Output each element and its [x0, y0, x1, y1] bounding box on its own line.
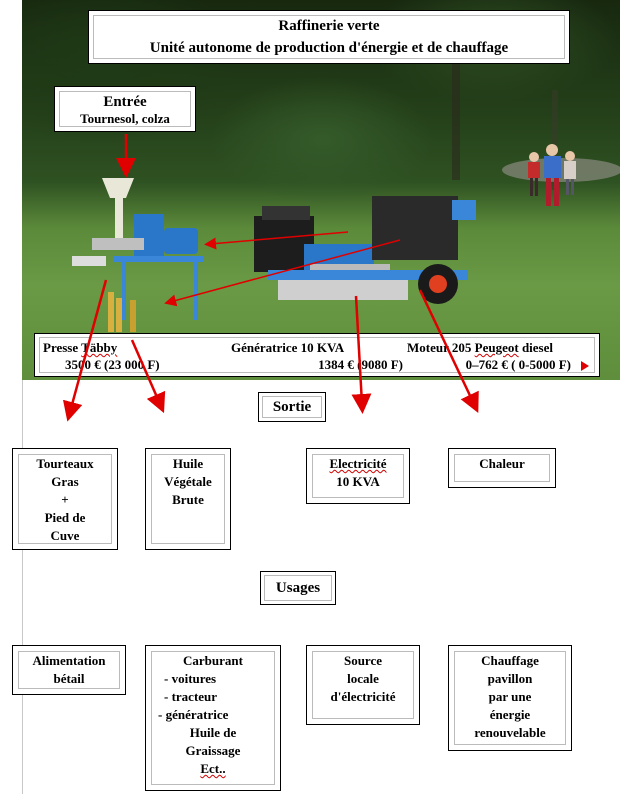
use-line: énergie — [489, 707, 531, 722]
use-line: Ect.. — [200, 761, 226, 776]
equipment-name: Presse Täbby — [43, 340, 118, 355]
use-line: Source — [343, 653, 383, 668]
output-line: Chaleur — [479, 456, 525, 471]
children-figures — [528, 144, 576, 206]
equipment-costs-box: Presse Täbby 3500 € (23 000 F) Génératri… — [34, 333, 600, 377]
use-line: Huile de — [189, 725, 237, 740]
output-line: Huile — [172, 456, 204, 471]
section-output-text: Sortie — [272, 399, 312, 415]
output-box-oilcake: Tourteaux Gras + Pied de Cuve — [12, 448, 118, 550]
output-line: Cuve — [50, 528, 80, 543]
use-line: bétail — [53, 671, 85, 686]
entry-title: Entrée — [103, 94, 147, 110]
entry-subtitle: Tournesol, colza — [80, 111, 170, 126]
output-box-electricity: Electricité 10 KVA — [306, 448, 410, 504]
equipment-name: Moteur 205 Peugeot diesel — [407, 340, 553, 355]
use-line: Chauffage — [481, 653, 539, 668]
output-line: Tourteaux — [36, 456, 94, 471]
use-line: par une — [488, 689, 532, 704]
output-line: 10 KVA — [336, 474, 380, 489]
use-box-fuel: Carburant - voitures - tracteur - généra… — [145, 645, 281, 791]
use-line: Carburant — [183, 653, 243, 668]
use-line: pavillon — [487, 671, 533, 686]
equipment-price: 0–762 € ( 0-5000 F) — [465, 357, 571, 372]
page-left-margin-line — [22, 0, 23, 794]
oil-press-machine — [72, 178, 204, 332]
equipment-price: 3500 € (23 000 F) — [65, 357, 160, 372]
output-line: + — [61, 492, 69, 507]
use-box-livestock-feed: Alimentation bétail — [12, 645, 126, 695]
equipment-price: 1384 € (9080 F) — [318, 357, 403, 372]
section-label-output: Sortie — [258, 392, 326, 422]
output-line: Electricité — [329, 456, 387, 471]
use-line: renouvelable — [474, 725, 546, 740]
output-line: Pied de — [44, 510, 86, 525]
entry-box: Entrée Tournesol, colza — [54, 86, 196, 132]
use-line: Graissage — [185, 743, 241, 758]
use-line: - voitures — [164, 671, 217, 686]
use-line: - tracteur — [164, 689, 218, 704]
title-line-2: Unité autonome de production d'énergie e… — [149, 40, 509, 56]
use-line: - génératrice — [158, 707, 229, 722]
section-label-uses: Usages — [260, 571, 336, 605]
title-box: Raffinerie verte Unité autonome de produ… — [88, 10, 570, 64]
title-line-1: Raffinerie verte — [278, 18, 380, 34]
use-line: locale — [347, 671, 379, 686]
output-box-vegetable-oil: Huile Végétale Brute — [145, 448, 231, 550]
use-box-local-electricity: Source locale d'électricité — [306, 645, 420, 725]
generator-engine-cart — [254, 196, 476, 304]
equipment-generator: Génératrice 10 KVA 1384 € (9080 F) — [231, 339, 403, 373]
output-line: Gras — [51, 474, 79, 489]
use-box-heating: Chauffage pavillon par une énergie renou… — [448, 645, 572, 751]
equipment-engine: Moteur 205 Peugeot diesel 0–762 € ( 0-50… — [407, 339, 593, 373]
output-line: Brute — [172, 492, 204, 507]
use-line: Alimentation — [32, 653, 106, 668]
equipment-name: Génératrice 10 KVA — [231, 340, 345, 355]
equipment-press: Presse Täbby 3500 € (23 000 F) — [43, 339, 213, 373]
output-line: Végétale — [164, 474, 212, 489]
red-triangle-marker — [581, 361, 589, 371]
section-uses-text: Usages — [275, 580, 321, 596]
output-box-heat: Chaleur — [448, 448, 556, 488]
use-line: d'électricité — [330, 689, 396, 704]
